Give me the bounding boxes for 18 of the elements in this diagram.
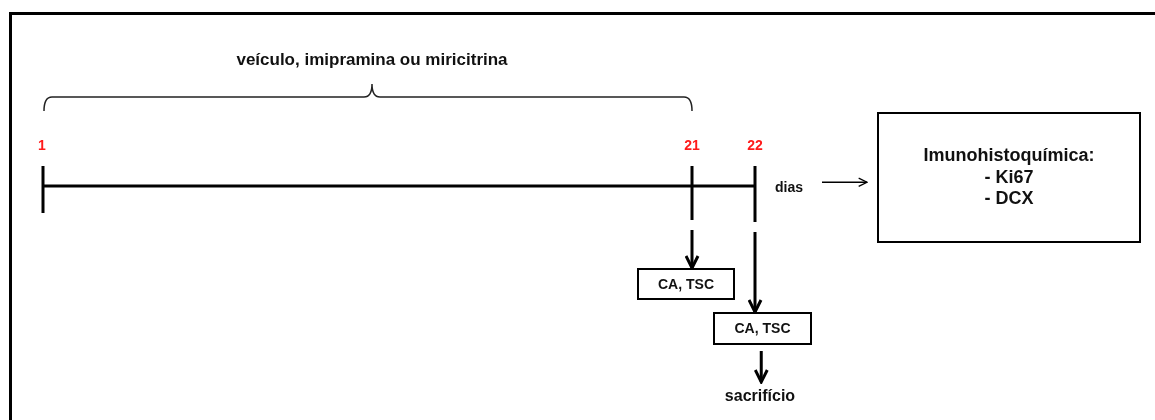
arrow: [684, 230, 700, 270]
day-number: 1: [38, 137, 46, 153]
arrow: [747, 232, 763, 314]
treatment-label: veículo, imipramina ou miricitrina: [236, 50, 508, 70]
process-box: [637, 268, 735, 300]
box-text: - DCX: [984, 188, 1034, 210]
day-number: 22: [747, 137, 763, 153]
process-box: [713, 312, 812, 345]
box-text: - Ki67: [984, 166, 1034, 189]
day-number: 21: [684, 137, 700, 153]
arrow: [753, 351, 769, 384]
step-label: dias: [764, 176, 814, 198]
box-text: CA, TSC: [658, 275, 714, 293]
arrow: [821, 177, 868, 188]
process-box: [877, 112, 1141, 243]
box-text: Imunohistoquímica:: [923, 145, 1095, 167]
box-text: CA, TSC: [734, 320, 791, 337]
step-label: sacrifício: [700, 384, 820, 408]
